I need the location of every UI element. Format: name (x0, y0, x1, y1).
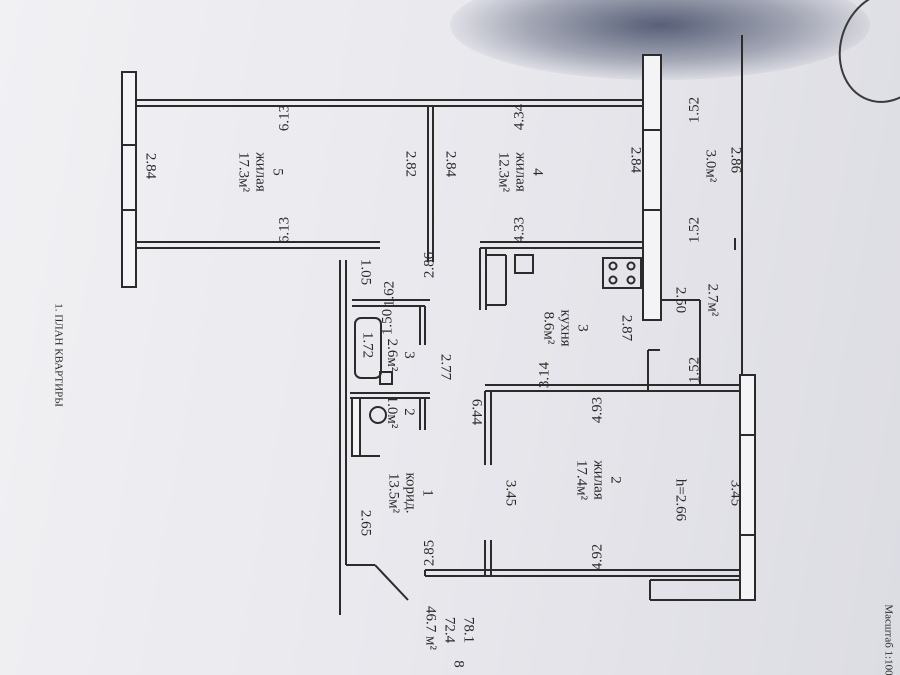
burner (626, 275, 636, 285)
dim: 1.05 (357, 258, 374, 286)
toilet (369, 406, 387, 424)
dim: 4.92 (589, 543, 606, 571)
total-living-area: 46.7 м² (422, 606, 439, 650)
wall-exterior-right (642, 54, 662, 321)
dim: 1.52 (686, 216, 703, 244)
dim: 6.13 (276, 216, 293, 244)
total-area-with-balcony: 78.1 (460, 616, 477, 644)
burner (608, 275, 618, 285)
total-area: 72.4 (441, 616, 458, 644)
dim: 2.82 (402, 150, 419, 178)
dim: 1.52 (686, 356, 703, 384)
wall-room5-exterior (121, 71, 137, 288)
dim: 3.14 (536, 361, 553, 389)
dim: 3.45 (502, 479, 519, 507)
dim: 2.85 (421, 539, 438, 567)
kitchen-sink (514, 254, 534, 274)
dim: 1.52 (686, 96, 703, 124)
dim: 2.86 (421, 251, 438, 279)
dim: 1.72 (359, 331, 376, 359)
dim: 2.50 (672, 286, 689, 314)
dim: 2.77 (437, 353, 454, 381)
dim: 2.84 (142, 152, 159, 180)
dim: 3.45 (727, 479, 744, 507)
dim: 2.65 (357, 509, 374, 537)
dim: 4.93 (589, 396, 606, 424)
burner (626, 261, 636, 271)
burner (608, 261, 618, 271)
dim: 2.84 (627, 146, 644, 174)
door-swing (374, 564, 409, 601)
edge-number: 8 (450, 660, 467, 668)
scale-label: Масштаб 1:100 (882, 604, 895, 675)
dim: 2.87 (618, 314, 635, 342)
dim: 2.84 (442, 150, 459, 178)
dim: 1.62 (381, 280, 398, 308)
plan-title: 1. ПЛАН КВАРТИРЫ (52, 303, 65, 407)
dim: 2.86 (727, 146, 744, 174)
dim: 4.33 (511, 216, 528, 244)
storage-area: 3.0м² (702, 149, 719, 183)
height-label: h=2.66 (672, 478, 689, 522)
sink (379, 371, 393, 385)
dim: 4.34 (511, 103, 528, 131)
dim: 6.44 (468, 398, 485, 426)
dim: 1.50 (379, 308, 396, 336)
dim: 6.13 (276, 104, 293, 132)
hall-area: 2.7м² (704, 283, 721, 317)
stove (602, 257, 642, 289)
bathtub (354, 317, 382, 379)
